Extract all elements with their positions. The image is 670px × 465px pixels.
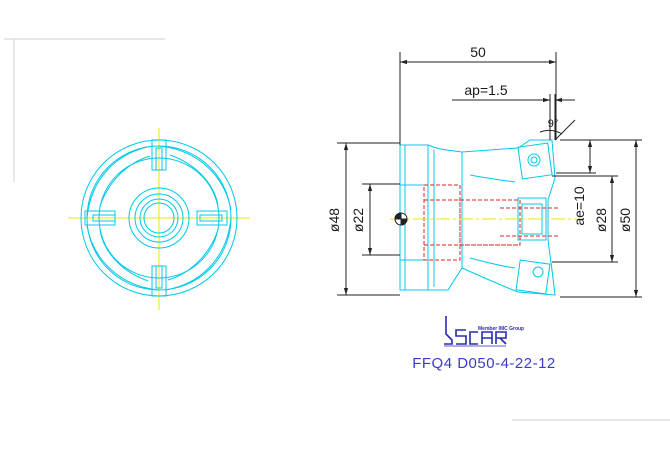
part-number: FFQ4 D050-4-22-12 — [412, 355, 556, 372]
angle-label: 9° — [548, 118, 559, 130]
bore-circle — [139, 198, 179, 238]
tool-body-outline — [399, 139, 556, 296]
insert-bottom — [515, 259, 551, 295]
diameter-48-label: ø48 — [326, 208, 342, 232]
diameter-28-label: ø28 — [593, 208, 609, 232]
insert-top — [517, 142, 553, 180]
datum-symbol — [394, 212, 408, 226]
dimension-labels: 50 ap=1.5 9° ø48 ø22 ae=10 ø28 ø50 — [326, 44, 633, 232]
logo-tagline: Member IMC Group — [478, 326, 524, 332]
ap-label: ap=1.5 — [464, 82, 507, 98]
insert-pocket-right — [196, 210, 228, 226]
front-centerlines — [68, 128, 250, 310]
frame-lines — [4, 38, 670, 421]
side-view — [390, 139, 580, 296]
dimension-lines — [337, 52, 642, 298]
diameter-50-label: ø50 — [617, 208, 633, 232]
ae-label: ae=10 — [571, 186, 587, 226]
iscar-logo: Member IMC Group — [444, 316, 524, 347]
hidden-lines — [423, 184, 560, 261]
diameter-22-label: ø22 — [350, 208, 366, 232]
length-label: 50 — [470, 44, 486, 60]
front-view — [68, 128, 250, 310]
